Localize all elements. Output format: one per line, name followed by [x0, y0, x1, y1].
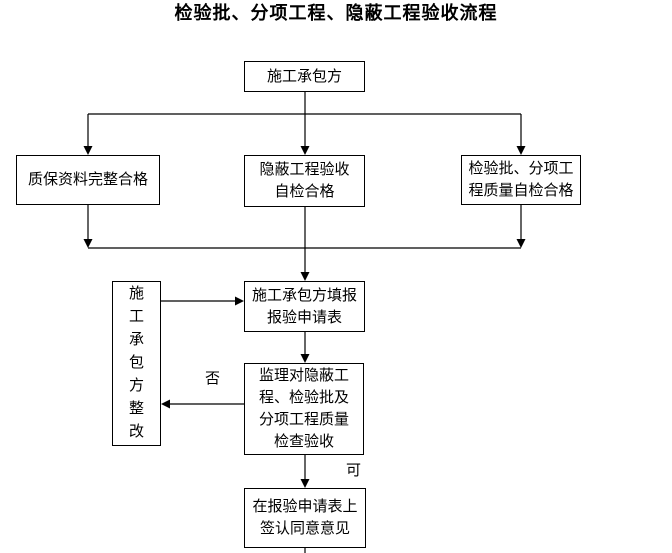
edge-submit-supervise [300, 332, 310, 363]
node-submit-inspection-form: 施工承包方填报 报验申请表 [244, 281, 365, 332]
node-supervisor-check: 监理对隐蔽工 程、检验批及 分项工程质量 检查验收 [244, 363, 364, 455]
node-contractor: 施工承包方 [244, 61, 365, 92]
edge-contractor-branch [83, 92, 526, 155]
node-sign-approval: 在报验申请表上 签认同意意见 [244, 488, 366, 548]
node-inspection-batch-self-check: 检验批、分项工 程质量自检合格 [461, 155, 581, 205]
node-qa-documents-complete: 质保资料完整合格 [16, 155, 160, 205]
edge-rectify-submit [161, 296, 244, 306]
diagram-title: 检验批、分项工程、隐蔽工程验收流程 [174, 3, 498, 23]
edge-converge-line [83, 205, 526, 281]
edge-label-no: 否 [205, 371, 221, 387]
edge-label-yes: 可 [346, 463, 362, 479]
node-contractor-rectify: 施 工 承 包 方 整 改 [112, 281, 161, 446]
node-concealed-work-self-check: 隐蔽工程验收 自检合格 [244, 155, 365, 207]
edge-supervise-sign-yes [300, 455, 310, 488]
edge-supervise-rectify-no [161, 399, 244, 409]
